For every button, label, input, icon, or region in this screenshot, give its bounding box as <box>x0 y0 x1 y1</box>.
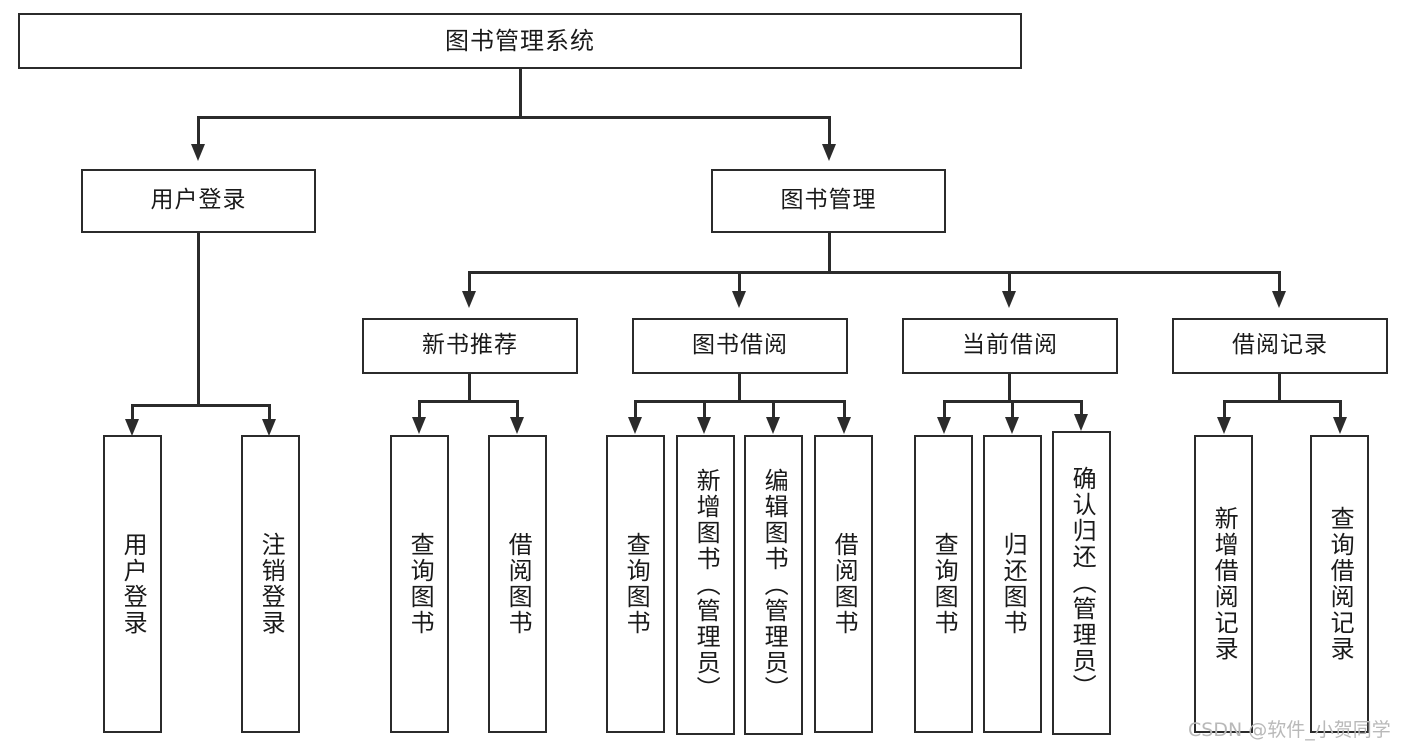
node-leaf-logout[interactable]: 注销登录 <box>241 435 300 733</box>
arrow-to-book-manage <box>822 144 836 161</box>
node-label: 查询图书 <box>930 532 959 636</box>
connector-current-borrow-leaf1 <box>943 400 946 424</box>
node-leaf-query-book-borrow[interactable]: 查询图书 <box>606 435 665 733</box>
arrow-to-user-login <box>191 144 205 161</box>
arrow-borrow-records-leaf2 <box>1333 417 1347 434</box>
connector-to-new-book <box>468 271 471 297</box>
node-leaf-add-book-admin[interactable]: 新增图书（管理员） <box>676 435 735 735</box>
connector-user-login-bus <box>131 404 268 407</box>
node-leaf-confirm-return-admin[interactable]: 确认归还（管理员） <box>1052 431 1111 735</box>
arrow-user-login-leaf2 <box>262 419 276 436</box>
node-leaf-borrow-book-recommend[interactable]: 借阅图书 <box>488 435 547 733</box>
node-leaf-user-login[interactable]: 用户登录 <box>103 435 162 733</box>
node-root-system[interactable]: 图书管理系统 <box>18 13 1022 69</box>
connector-to-current-borrow <box>1008 271 1011 297</box>
connector-borrow-records-leaf2 <box>1339 400 1342 424</box>
connector-borrow-records-bus <box>1223 400 1341 403</box>
node-label: 用户登录 <box>119 532 148 636</box>
arrow-to-current-borrow <box>1002 291 1016 308</box>
connector-to-borrow-records <box>1278 271 1281 297</box>
arrow-book-borrow-leaf4 <box>837 417 851 434</box>
node-leaf-query-book-recommend[interactable]: 查询图书 <box>390 435 449 733</box>
node-label: 图书管理系统 <box>445 26 595 55</box>
arrow-user-login-leaf1 <box>125 419 139 436</box>
node-leaf-edit-book-admin[interactable]: 编辑图书（管理员） <box>744 435 803 735</box>
connector-new-book-leaf1 <box>418 400 421 424</box>
arrow-book-borrow-leaf3 <box>766 417 780 434</box>
node-label: 新增借阅记录 <box>1210 506 1239 662</box>
node-label: 图书管理 <box>780 187 877 214</box>
arrow-current-borrow-leaf1 <box>937 417 951 434</box>
node-leaf-borrow-book[interactable]: 借阅图书 <box>814 435 873 733</box>
arrow-new-book-leaf1 <box>412 417 426 434</box>
node-label: 借阅图书 <box>830 532 859 636</box>
node-leaf-query-book-current[interactable]: 查询图书 <box>914 435 973 733</box>
node-label: 新书推荐 <box>422 332 518 359</box>
arrow-current-borrow-leaf2 <box>1005 417 1019 434</box>
node-borrow-records[interactable]: 借阅记录 <box>1172 318 1388 374</box>
arrow-new-book-leaf2 <box>510 417 524 434</box>
connector-level2-bus <box>197 116 831 119</box>
connector-current-borrow-leaf3 <box>1080 400 1083 424</box>
connector-user-login-leaf1 <box>131 404 134 426</box>
connector-book-borrow-leaf1 <box>634 400 637 424</box>
connector-book-borrow-leaf2 <box>703 400 706 424</box>
node-label: 查询图书 <box>406 532 435 636</box>
node-current-borrow[interactable]: 当前借阅 <box>902 318 1118 374</box>
connector-to-book-manage <box>828 116 831 145</box>
connector-level3-bus <box>468 271 1280 274</box>
arrow-book-borrow-leaf2 <box>697 417 711 434</box>
connector-book-borrow-leaf4 <box>843 400 846 424</box>
connector-book-borrow-bus <box>634 400 846 403</box>
arrow-to-borrow-records <box>1272 291 1286 308</box>
connector-user-login-leaf2 <box>268 404 271 426</box>
csdn-watermark: CSDN @软件_小贺同学 <box>1188 719 1391 741</box>
connector-book-borrow-leaf3 <box>772 400 775 424</box>
node-label: 借阅记录 <box>1232 332 1328 359</box>
connector-user-login-stem <box>197 233 200 406</box>
arrow-to-book-borrow <box>732 291 746 308</box>
node-new-book-recommend[interactable]: 新书推荐 <box>362 318 578 374</box>
connector-borrow-records-leaf1 <box>1223 400 1226 424</box>
arrow-borrow-records-leaf1 <box>1217 417 1231 434</box>
node-label: 借阅图书 <box>504 532 533 636</box>
connector-book-borrow-stem <box>738 374 741 402</box>
arrow-current-borrow-leaf3 <box>1074 414 1088 431</box>
node-label: 归还图书 <box>999 532 1028 636</box>
node-label: 查询图书 <box>622 532 651 636</box>
node-leaf-query-borrow-record[interactable]: 查询借阅记录 <box>1310 435 1369 733</box>
node-label: 确认归还（管理员） <box>1068 466 1097 700</box>
node-label: 查询借阅记录 <box>1326 506 1355 662</box>
node-label: 图书借阅 <box>692 332 788 359</box>
connector-new-book-bus <box>418 400 518 403</box>
connector-to-book-borrow <box>738 271 741 297</box>
node-label: 用户登录 <box>150 187 247 214</box>
node-leaf-return-book[interactable]: 归还图书 <box>983 435 1042 733</box>
node-label: 新增图书（管理员） <box>692 468 721 702</box>
node-book-borrow[interactable]: 图书借阅 <box>632 318 848 374</box>
node-user-login[interactable]: 用户登录 <box>81 169 316 233</box>
connector-current-borrow-leaf2 <box>1011 400 1014 424</box>
connector-new-book-leaf2 <box>516 400 519 424</box>
connector-current-borrow-stem <box>1008 374 1011 402</box>
node-label: 编辑图书（管理员） <box>760 468 789 702</box>
connector-new-book-stem <box>468 374 471 402</box>
node-label: 当前借阅 <box>962 332 1058 359</box>
node-book-management[interactable]: 图书管理 <box>711 169 946 233</box>
connector-borrow-records-stem <box>1278 374 1281 402</box>
connector-root-stem <box>519 69 522 118</box>
arrow-book-borrow-leaf1 <box>628 417 642 434</box>
node-leaf-add-borrow-record[interactable]: 新增借阅记录 <box>1194 435 1253 733</box>
node-label: 注销登录 <box>257 532 286 636</box>
arrow-to-new-book <box>462 291 476 308</box>
connector-to-user-login <box>197 116 200 145</box>
connector-book-manage-stem <box>828 233 831 273</box>
